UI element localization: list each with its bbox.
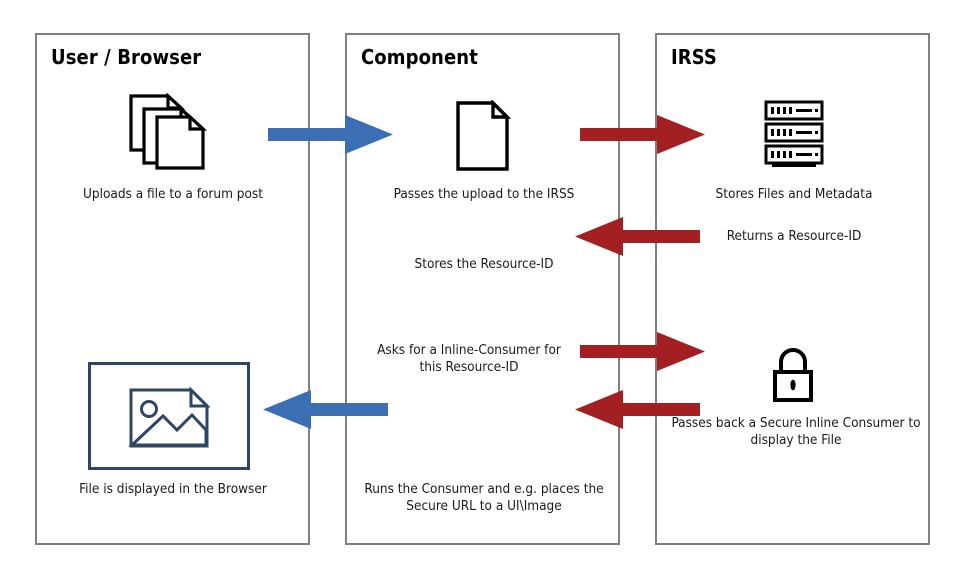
arrow-ask-consumer: [580, 329, 706, 374]
lane-component: [345, 33, 620, 545]
document-icon: [455, 100, 513, 172]
documents-stack-icon: [128, 93, 210, 171]
arrow-irss-to-component: [575, 214, 701, 259]
caption-uploads-file: Uploads a file to a forum post: [82, 186, 264, 202]
lane-title-component: Component: [361, 45, 478, 69]
lane-user-browser: [35, 33, 310, 545]
caption-stores-resource-id: Stores the Resource-ID: [414, 256, 554, 272]
padlock-icon: [769, 347, 817, 405]
caption-asks-for-consumer: Asks for a Inline-Consumer for this Reso…: [377, 342, 561, 376]
lane-irss: [655, 33, 930, 545]
caption-passes-back-consumer: Passes back a Secure Inline Consumer to …: [671, 415, 921, 449]
arrow-display-in-browser: [263, 387, 389, 432]
arrow-upload-to-component: [268, 112, 394, 157]
caption-runs-consumer: Runs the Consumer and e.g. places the Se…: [364, 481, 604, 515]
lane-title-irss: IRSS: [671, 45, 717, 69]
caption-passes-upload: Passes the upload to the IRSS: [393, 186, 575, 202]
caption-stores-files: Stores Files and Metadata: [715, 186, 873, 202]
lane-title-user-browser: User / Browser: [51, 45, 202, 69]
caption-returns-resource-id: Returns a Resource-ID: [726, 228, 862, 244]
image-placeholder-icon: [88, 362, 250, 470]
arrow-return-consumer: [575, 387, 701, 432]
caption-file-displayed: File is displayed in the Browser: [79, 481, 267, 497]
server-rack-icon: [763, 99, 825, 169]
arrow-component-to-irss: [580, 112, 706, 157]
